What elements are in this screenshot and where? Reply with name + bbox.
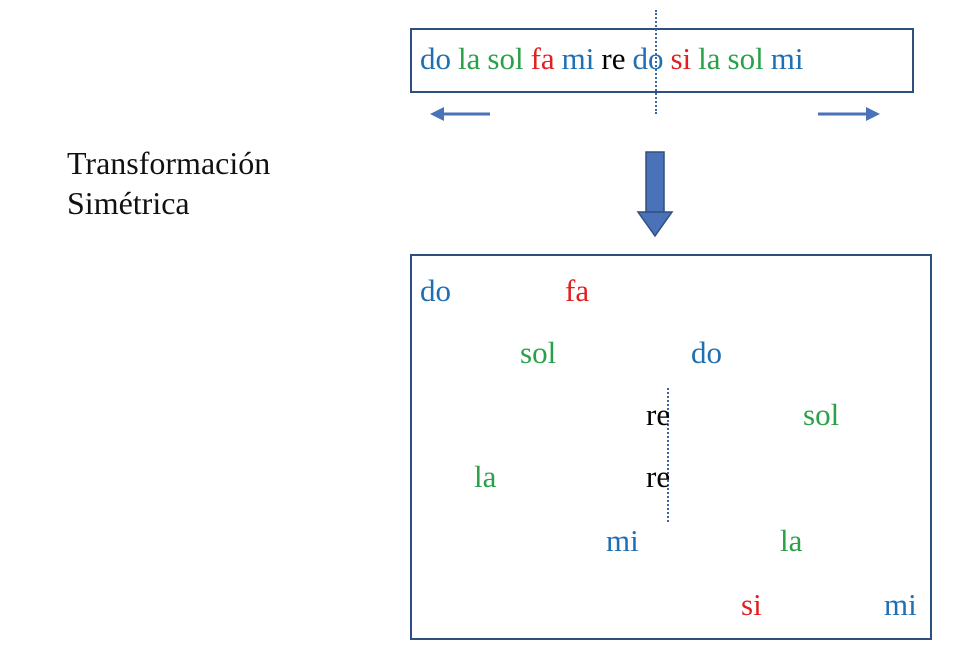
caption-line-1: Transformación bbox=[67, 145, 271, 181]
caption: Transformación Simétrica bbox=[67, 143, 270, 223]
result-note-mi: mi bbox=[884, 587, 917, 622]
seq-note: do bbox=[632, 41, 664, 76]
seq-note: re bbox=[601, 41, 626, 76]
result-note-la: la bbox=[780, 523, 803, 558]
seq-note: do bbox=[420, 41, 451, 76]
result-box bbox=[410, 254, 932, 640]
seq-note: la bbox=[698, 41, 721, 76]
seq-note: si bbox=[670, 41, 692, 76]
result-note-la: la bbox=[474, 459, 497, 494]
result-note-do: do bbox=[420, 273, 451, 308]
result-note-si: si bbox=[741, 587, 762, 622]
arrow-right-icon bbox=[818, 107, 880, 121]
seq-note: fa bbox=[530, 41, 555, 76]
result-note-sol: sol bbox=[520, 335, 557, 370]
caption-line-2: Simétrica bbox=[67, 185, 190, 221]
sequence-box bbox=[410, 28, 914, 93]
result-note-fa: fa bbox=[565, 273, 590, 308]
symmetry-axis-bottom bbox=[667, 388, 669, 522]
arrow-left-icon bbox=[430, 107, 490, 121]
seq-note: sol bbox=[487, 41, 524, 76]
seq-note: mi bbox=[561, 41, 595, 76]
result-note-re: re bbox=[646, 397, 671, 432]
seq-note: la bbox=[458, 41, 481, 76]
arrow-down-icon bbox=[636, 151, 674, 238]
result-note-sol: sol bbox=[803, 397, 840, 432]
result-note-mi: mi bbox=[606, 523, 639, 558]
result-note-do: do bbox=[691, 335, 722, 370]
result-note-re: re bbox=[646, 459, 671, 494]
seq-note: mi bbox=[770, 41, 804, 76]
seq-note: sol bbox=[727, 41, 764, 76]
symmetry-axis-top bbox=[655, 10, 657, 114]
